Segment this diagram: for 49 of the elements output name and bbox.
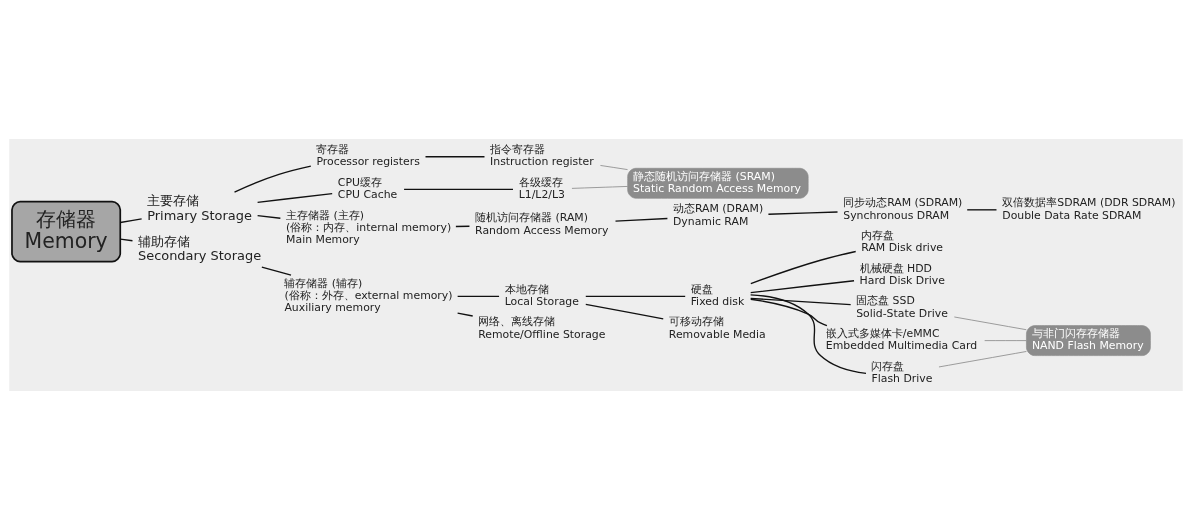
connector xyxy=(767,211,839,215)
connector xyxy=(750,298,828,327)
node-text: 本地存储 Local Storage xyxy=(504,282,579,309)
node-box: 与非门闪存存储器 NAND Flash Memory xyxy=(1026,325,1151,356)
node-text: 主存储器 (主存) (俗称：内存、internal memory) Main Memory xyxy=(286,208,452,247)
node-text: 固态盘 SSD Solid-State Drive xyxy=(856,294,948,320)
node-box: 静态随机访问存储器 (SRAM) Static Random Access Memory xyxy=(627,167,809,199)
connector xyxy=(750,280,855,294)
node-box: 存储器 Memory xyxy=(11,200,122,263)
connector xyxy=(600,165,628,170)
connector xyxy=(403,188,514,191)
node-text: 指令寄存器 Instruction register xyxy=(490,143,594,169)
node-text: 随机访问存储器 (RAM) Random Access Memory xyxy=(475,211,609,237)
node-text: 辅助存储 Secondary Storage xyxy=(137,234,262,264)
connector xyxy=(953,316,1027,331)
node-text: 内存盘 RAM Disk drive xyxy=(861,228,944,255)
node-text: 闪存盘 Flash Drive xyxy=(871,359,933,386)
node-text: 嵌入式多媒体卡/eMMC Embedded Multimedia Card xyxy=(825,327,978,353)
node-text: 网络、离线存储 Remote/Offline Storage xyxy=(478,315,606,341)
connector xyxy=(456,295,500,297)
node-text: 同步动态RAM (SDRAM) Synchronous DRAM xyxy=(843,196,963,222)
connector xyxy=(119,218,143,224)
connector xyxy=(614,217,669,222)
connector xyxy=(571,186,628,189)
connector xyxy=(424,156,486,158)
connector xyxy=(233,165,312,193)
connector xyxy=(256,215,282,219)
connector xyxy=(119,238,134,242)
connector xyxy=(966,209,998,211)
connector xyxy=(750,250,857,285)
connector xyxy=(585,303,664,320)
connector xyxy=(750,297,852,306)
node-text: 动态RAM (DRAM) Dynamic RAM xyxy=(672,202,764,228)
connector xyxy=(456,312,474,317)
connector xyxy=(261,266,292,276)
node-text: 机械硬盘 HDD Hard Disk Drive xyxy=(859,261,945,287)
node-text: 主要存储 Primary Storage xyxy=(147,193,252,223)
node-text: 可移动存储 Removable Media xyxy=(668,315,766,341)
node-text: 辅存储器 (辅存) (俗称：外存、external memory) Auxiliary memory xyxy=(284,276,453,315)
connector xyxy=(938,351,1027,368)
connector xyxy=(749,294,867,375)
node-text: 寄存器 Processor registers xyxy=(316,143,420,169)
connector xyxy=(585,295,686,297)
node-text: 双倍数据率SDRAM (DDR SDRAM) Double Data Rate SDRAM xyxy=(1002,196,1176,222)
connector xyxy=(256,192,333,204)
node-text: 各级缓存 L1/L2/L3 xyxy=(518,175,565,202)
connector xyxy=(984,340,1027,341)
node-text: 硬盘 Fixed disk xyxy=(690,282,745,309)
node-text: CPU缓存 CPU Cache xyxy=(337,175,398,202)
